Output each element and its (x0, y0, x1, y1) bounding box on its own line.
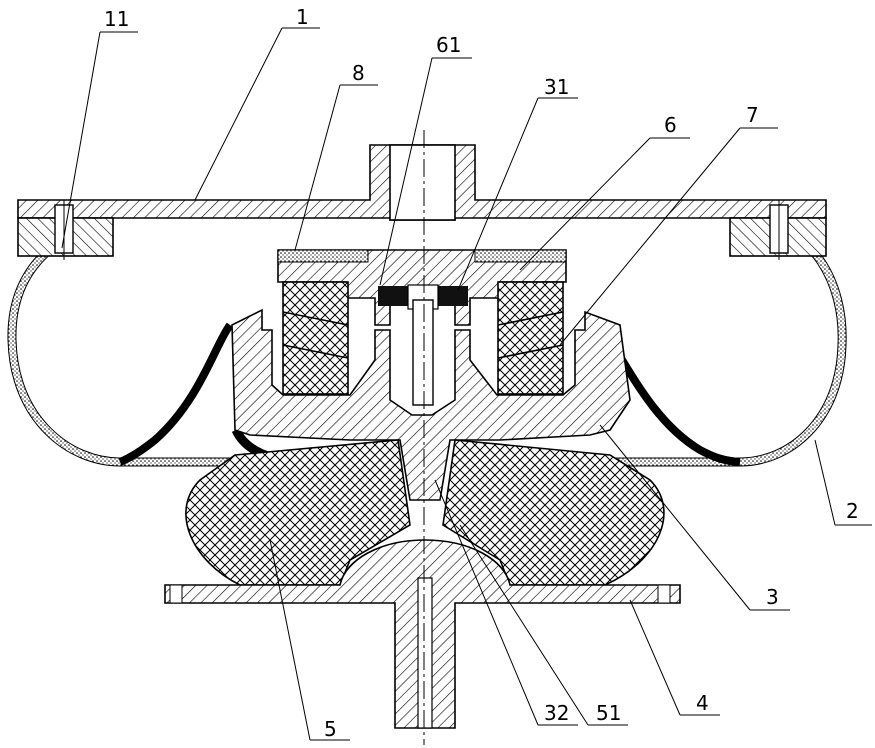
callout-2: 2 (846, 499, 859, 523)
callout-11: 11 (104, 7, 129, 31)
callout-31: 31 (544, 75, 569, 99)
callout-6: 6 (664, 113, 677, 137)
callout-8: 8 (352, 61, 365, 85)
callout-3: 3 (766, 585, 779, 609)
callout-4: 4 (696, 691, 709, 715)
callout-7: 7 (746, 103, 759, 127)
callout-51: 51 (596, 701, 621, 725)
callout-1: 1 (296, 5, 309, 29)
callout-61: 61 (436, 33, 461, 57)
callout-5: 5 (324, 717, 337, 741)
top-cover-plate (18, 145, 826, 260)
callout-32: 32 (544, 701, 569, 725)
